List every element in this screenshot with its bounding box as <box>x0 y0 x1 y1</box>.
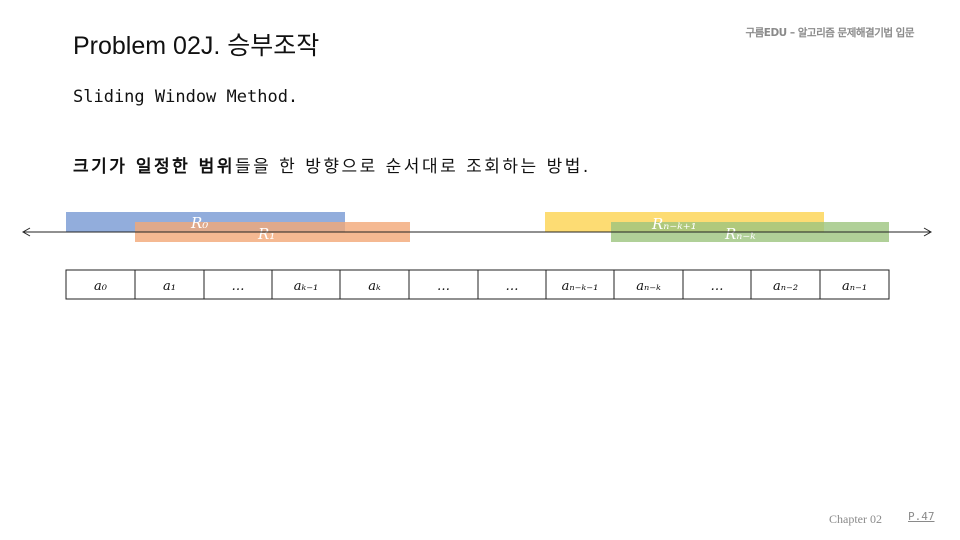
array-cell-label: aₙ₋ₖ₋₁ <box>562 279 599 294</box>
array-cell <box>408 269 479 300</box>
array-cell <box>339 269 410 300</box>
array-cell-label: … <box>437 279 450 294</box>
array-cell <box>203 269 273 300</box>
array-cells: a₀ a₁ … aₖ₋₁ aₖ … … aₙ₋ₖ₋₁ aₙ₋ₖ … aₙ₋₂ aₙ₋₁ <box>65 269 890 300</box>
array-cell-label: … <box>232 279 245 294</box>
range-rn-k-label: Rₙ₋ₖ <box>724 225 756 243</box>
range-rn-k+1-label: Rₙ₋ₖ₊₁ <box>651 215 697 233</box>
slide-subtitle: Sliding Window Method. <box>73 87 299 107</box>
range-r1-label: R₁ <box>257 225 275 243</box>
axis-arrow-right <box>923 227 933 237</box>
description: 크기가 일정한 범위들을 한 방향으로 순서대로 조회하는 방법. <box>73 152 591 177</box>
array-cell-label: aₖ <box>368 279 381 294</box>
range-r0-label: R₀ <box>190 214 208 232</box>
array-cell <box>477 269 547 300</box>
array-cell <box>682 269 752 300</box>
description-rest: 들을 한 방향으로 순서대로 조회하는 방법. <box>234 157 591 177</box>
array-cell-label: aₙ₋ₖ <box>636 279 661 294</box>
array-cell-label: aₙ₋₁ <box>842 279 867 294</box>
array-cell <box>819 269 890 300</box>
array-cell <box>271 269 341 300</box>
array-cell-label: aₙ₋₂ <box>773 279 798 294</box>
array-cell <box>134 269 205 300</box>
brand-header: 구름EDU – 알고리즘 문제해결기법 입문 <box>745 27 914 39</box>
axis-arrow-left <box>21 227 31 237</box>
array-cell-label: aₖ₋₁ <box>294 279 319 294</box>
array-cell <box>545 269 615 300</box>
footer-chapter: Chapter 02 <box>829 512 882 526</box>
footer-page-number: P.47 <box>908 510 935 523</box>
array-cell-label: a₁ <box>163 279 176 294</box>
array-cell-label: … <box>506 279 519 294</box>
array-cell <box>750 269 821 300</box>
array-cell-label: a₀ <box>94 279 108 294</box>
slide-title: Problem 02J. 승부조작 <box>73 32 320 60</box>
description-bold: 크기가 일정한 범위 <box>73 157 235 177</box>
array-cell-label: … <box>711 279 724 294</box>
